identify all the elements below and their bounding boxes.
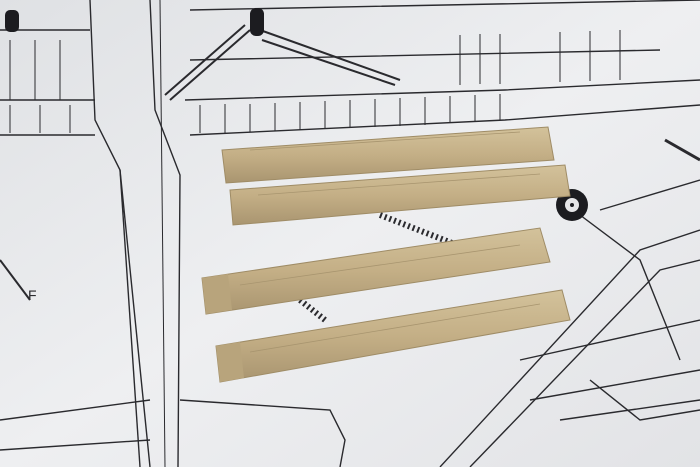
svg-text:F: F	[28, 287, 37, 303]
resin-part-1	[221, 126, 555, 184]
rib-detail	[239, 131, 541, 353]
resin-part-4	[215, 289, 571, 383]
wheel-icon	[5, 8, 588, 221]
resin-part-2	[229, 164, 571, 226]
resin-part-3	[201, 227, 551, 315]
